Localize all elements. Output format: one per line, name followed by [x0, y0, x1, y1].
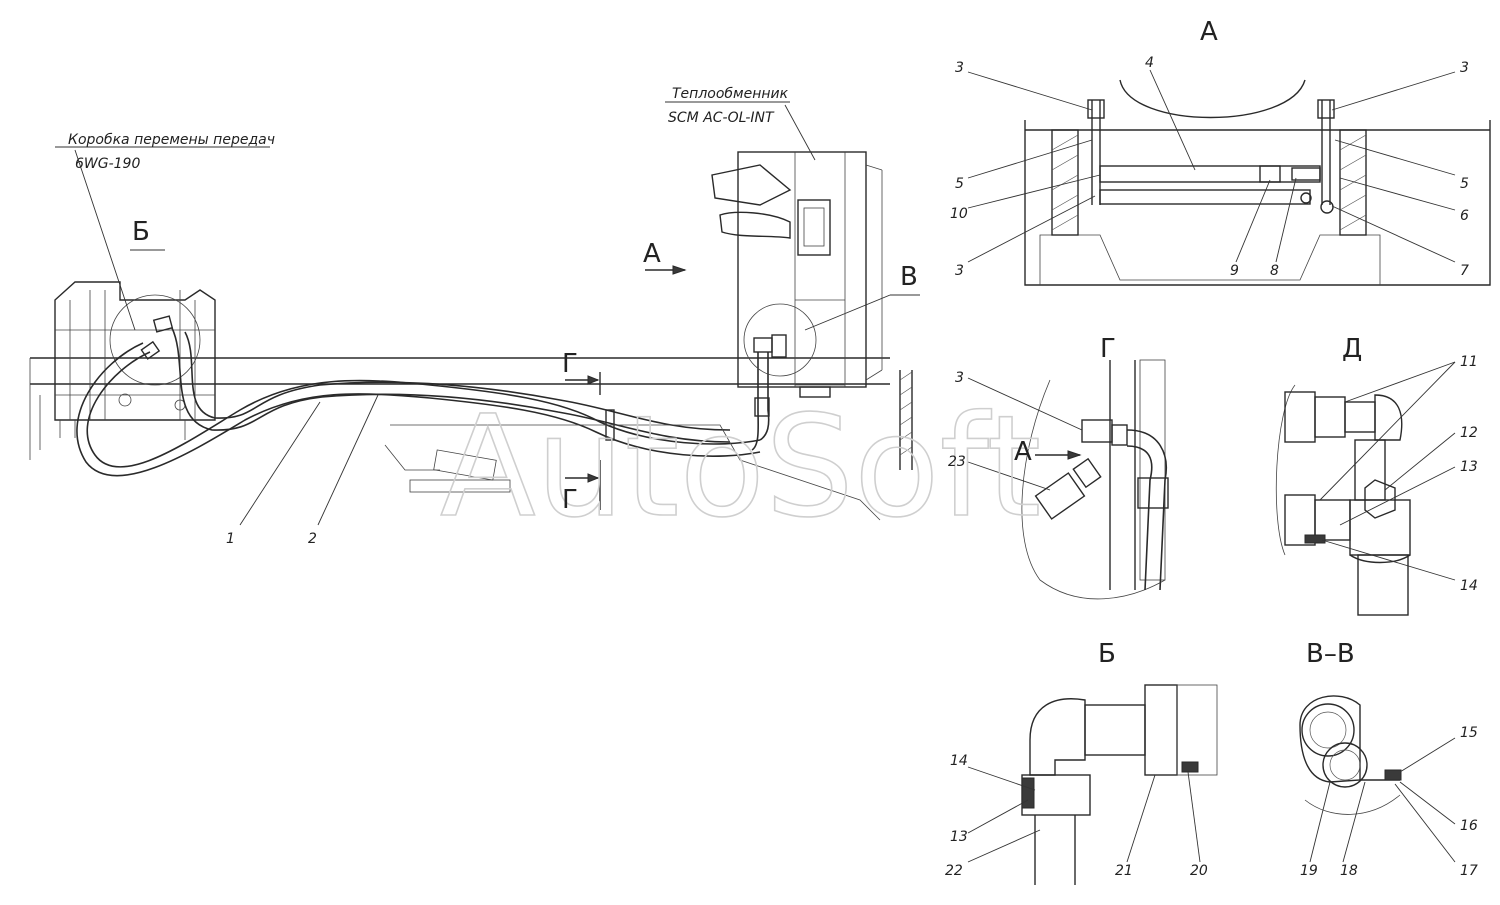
view-b [967, 684, 1218, 885]
callout-b-14: 14 [950, 753, 968, 769]
callout-b-13: 13 [950, 829, 968, 845]
view-vv [1299, 695, 1456, 863]
detail-circle-b [109, 294, 201, 386]
callout-a-3-tl: 3 [955, 60, 964, 76]
callout-b-20: 20 [1190, 863, 1208, 879]
view-label-v-main: В [900, 262, 918, 292]
callout-d-11: 11 [1460, 354, 1478, 370]
gearbox-label: Коробка перемены передач [68, 132, 275, 148]
heat-exchanger [711, 151, 883, 398]
callout-vv-16: 16 [1460, 818, 1478, 834]
callout-a-10: 10 [950, 206, 968, 222]
gearbox-model-label: 6WG-190 [75, 156, 140, 172]
view-vv-title: В–В [1306, 639, 1355, 669]
view-g-title: Г [1100, 334, 1116, 364]
callout-d-12: 12 [1460, 425, 1478, 441]
callout-a-4: 4 [1145, 55, 1154, 71]
view-g [967, 359, 1169, 600]
exchanger-model-label: SCM AC-OL-INT [668, 110, 775, 126]
callout-b-22: 22 [945, 863, 963, 879]
callout-a-3-bl: 3 [955, 263, 964, 279]
view-d-title: Д [1342, 334, 1362, 364]
section-label-g-top: Г [562, 349, 578, 379]
callout-b-21: 21 [1115, 863, 1133, 879]
callout-a-6: 6 [1460, 208, 1469, 224]
callout-d-14: 14 [1460, 578, 1478, 594]
detail-circle-v [743, 303, 817, 377]
watermark: AutoSoft [440, 386, 1041, 549]
view-b-title: Б [1098, 639, 1116, 669]
callout-a-5-r: 5 [1460, 176, 1469, 192]
arrow-label-a-g: А [1014, 437, 1032, 467]
view-label-b-main: Б [132, 217, 150, 247]
callout-a-7: 7 [1460, 263, 1469, 279]
callout-1: 1 [226, 531, 235, 547]
view-a [967, 69, 1491, 286]
callout-d-13: 13 [1460, 459, 1478, 475]
callout-a-9: 9 [1230, 263, 1239, 279]
section-label-g-bottom: Г [562, 485, 578, 515]
view-a-title: А [1200, 17, 1218, 47]
callout-g-23: 23 [948, 454, 966, 470]
callout-g-3: 3 [955, 370, 964, 386]
callout-a-3-tr: 3 [1460, 60, 1469, 76]
callout-a-8: 8 [1270, 263, 1279, 279]
callout-2: 2 [308, 531, 317, 547]
callout-vv-19: 19 [1300, 863, 1318, 879]
callout-a-5-l: 5 [955, 176, 964, 192]
callout-vv-17: 17 [1460, 863, 1478, 879]
exchanger-label: Теплообменник [672, 86, 789, 102]
main-view [29, 101, 920, 526]
callout-vv-15: 15 [1460, 725, 1478, 741]
view-d [1275, 361, 1456, 616]
arrow-label-a: А [643, 239, 661, 269]
callout-vv-18: 18 [1340, 863, 1358, 879]
